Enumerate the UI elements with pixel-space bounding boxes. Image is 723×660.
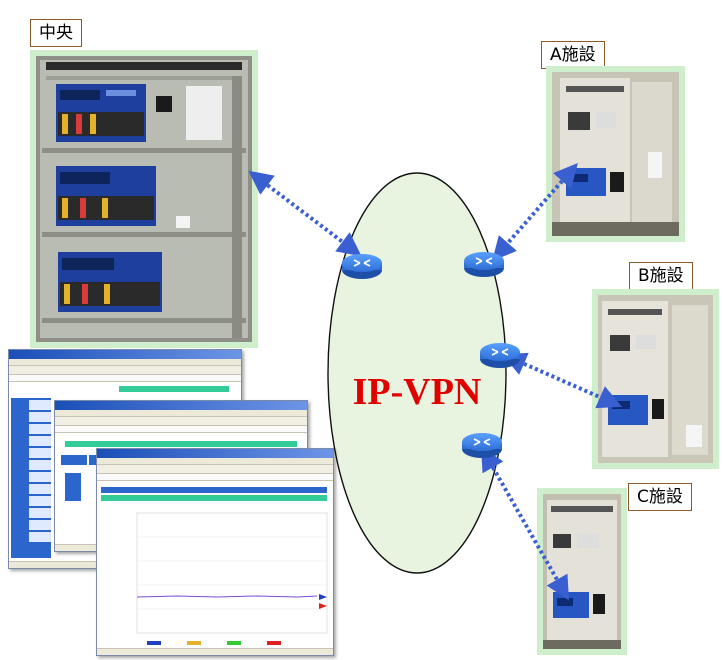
link-center [248, 170, 362, 257]
ip-vpn-label: IP-VPN [352, 371, 482, 413]
facility-c-label: C施設 [628, 483, 692, 511]
router-icon [464, 252, 504, 277]
link-facility-b [502, 352, 622, 409]
link-facility-a [492, 162, 578, 262]
link-facility-c [481, 446, 569, 601]
center-cabinet-photo [30, 50, 258, 348]
router-icon [480, 343, 520, 368]
facility-b-label: B施設 [629, 262, 693, 290]
router-icon [342, 254, 382, 279]
browser-window-trend [96, 448, 334, 656]
router-icon [462, 433, 502, 458]
center-label: 中央 [30, 19, 82, 47]
